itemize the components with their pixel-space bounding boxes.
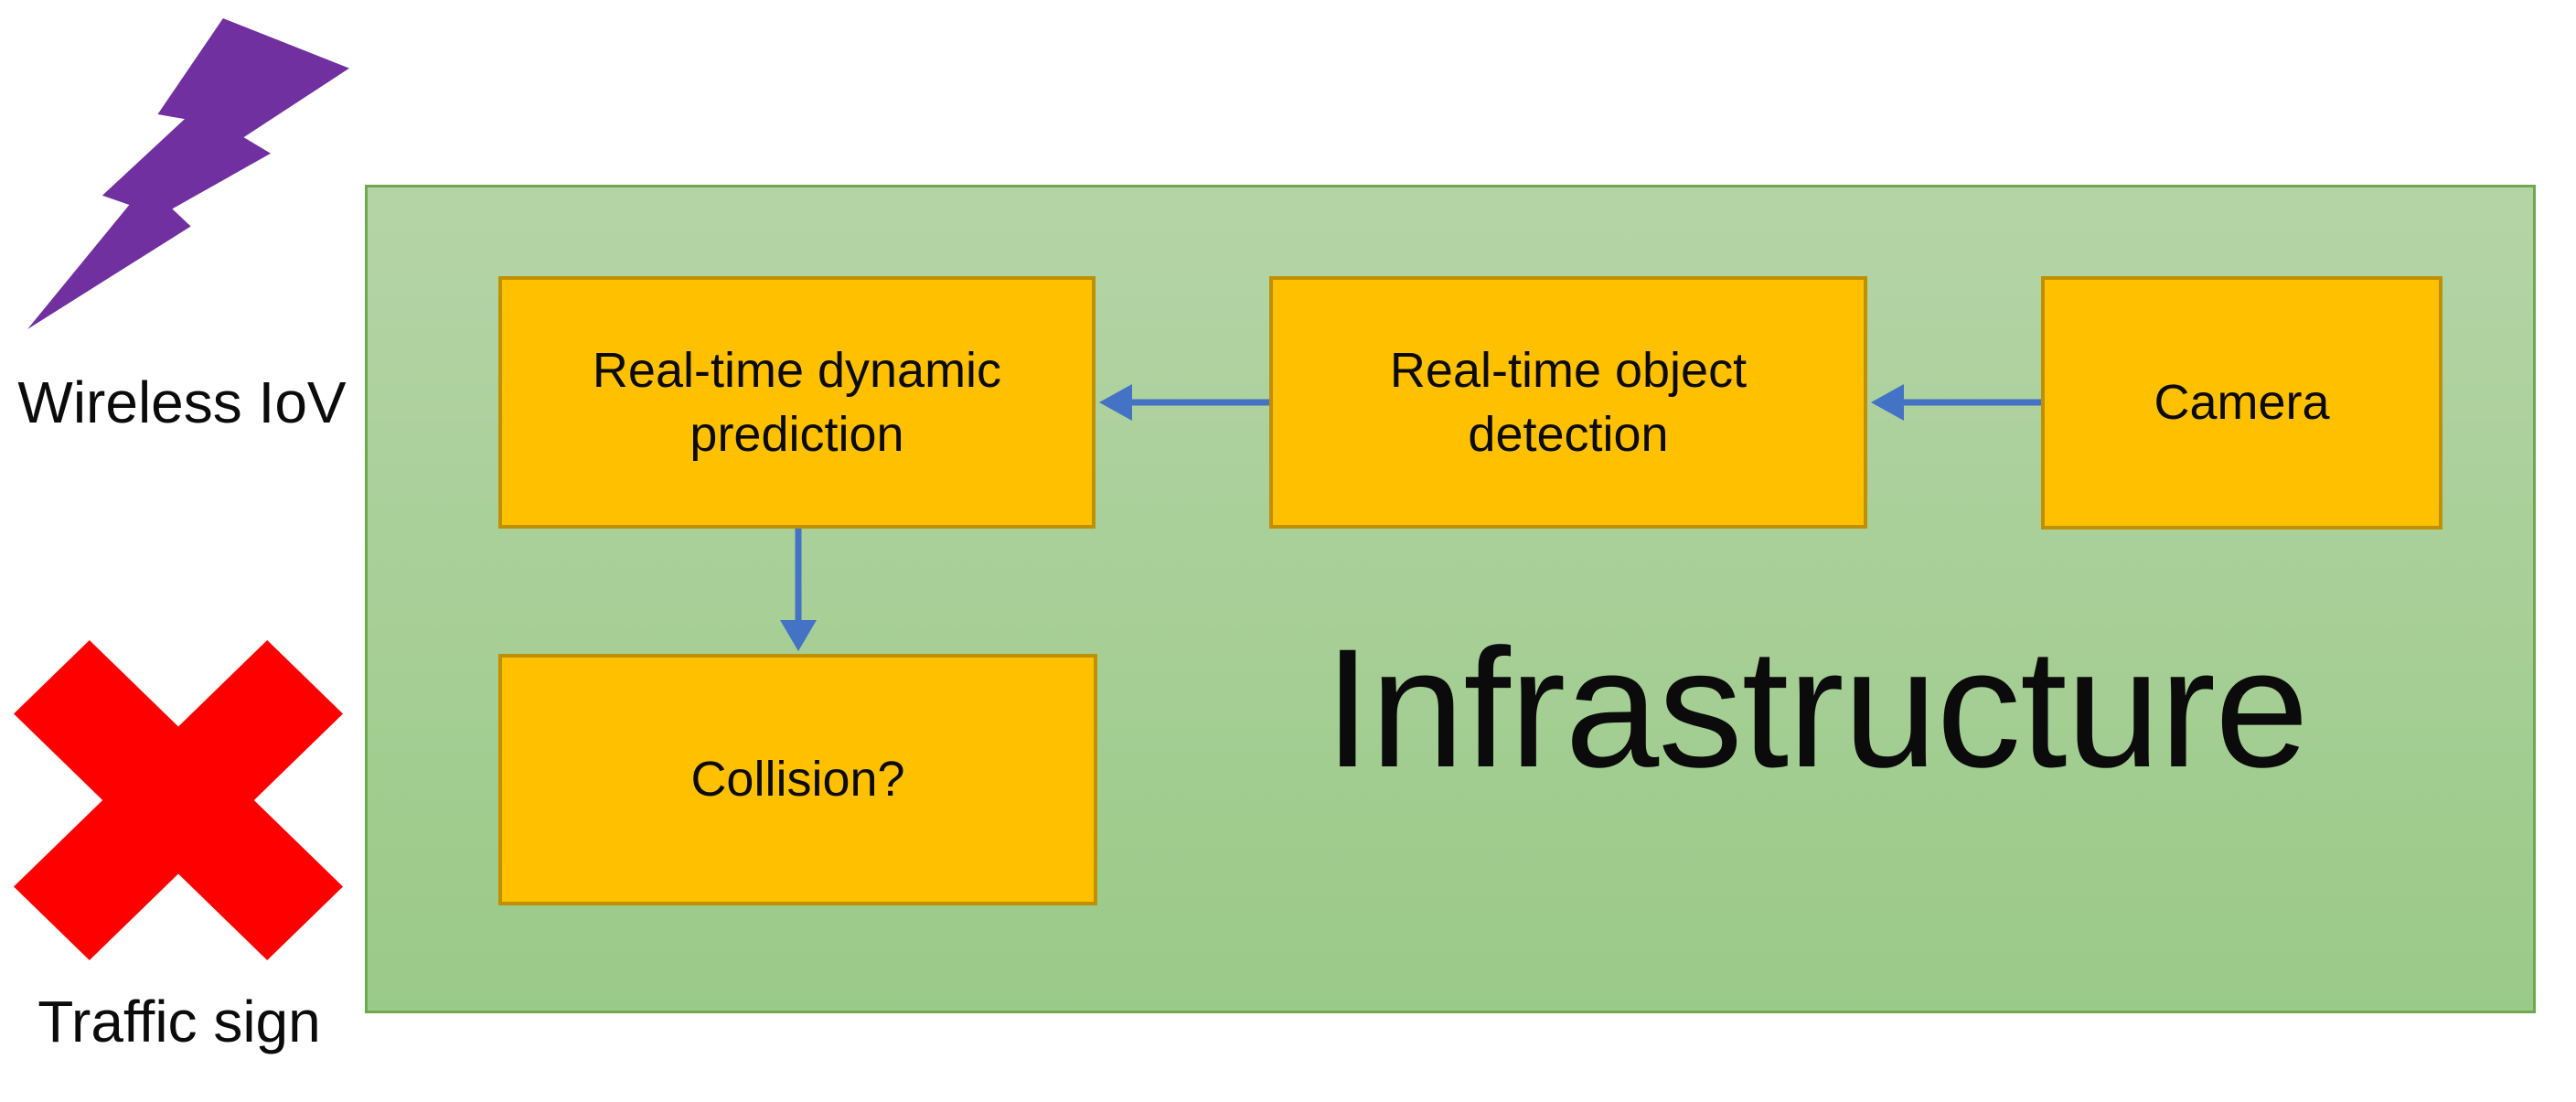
red-x-icon — [14, 640, 343, 960]
node-camera: Camera — [2041, 276, 2442, 530]
arrow-camera-to-detection — [1871, 384, 2041, 421]
infrastructure-title: Infrastructure — [1324, 615, 2309, 803]
red-x-shape — [14, 640, 343, 960]
traffic-sign-label: Traffic sign — [37, 989, 321, 1054]
lightning-bolt-icon — [27, 18, 349, 329]
node-realtime-dynamic-prediction: Real-time dynamic prediction — [498, 276, 1096, 529]
lightning-bolt-shape — [27, 18, 349, 329]
node-collision: Collision? — [498, 654, 1097, 905]
node-realtime-object-detection: Real-time object detection — [1269, 276, 1867, 529]
arrow-prediction-to-collision — [780, 529, 817, 651]
arrow-detection-to-prediction — [1099, 384, 1269, 421]
wireless-iov-label: Wireless IoV — [17, 369, 347, 435]
